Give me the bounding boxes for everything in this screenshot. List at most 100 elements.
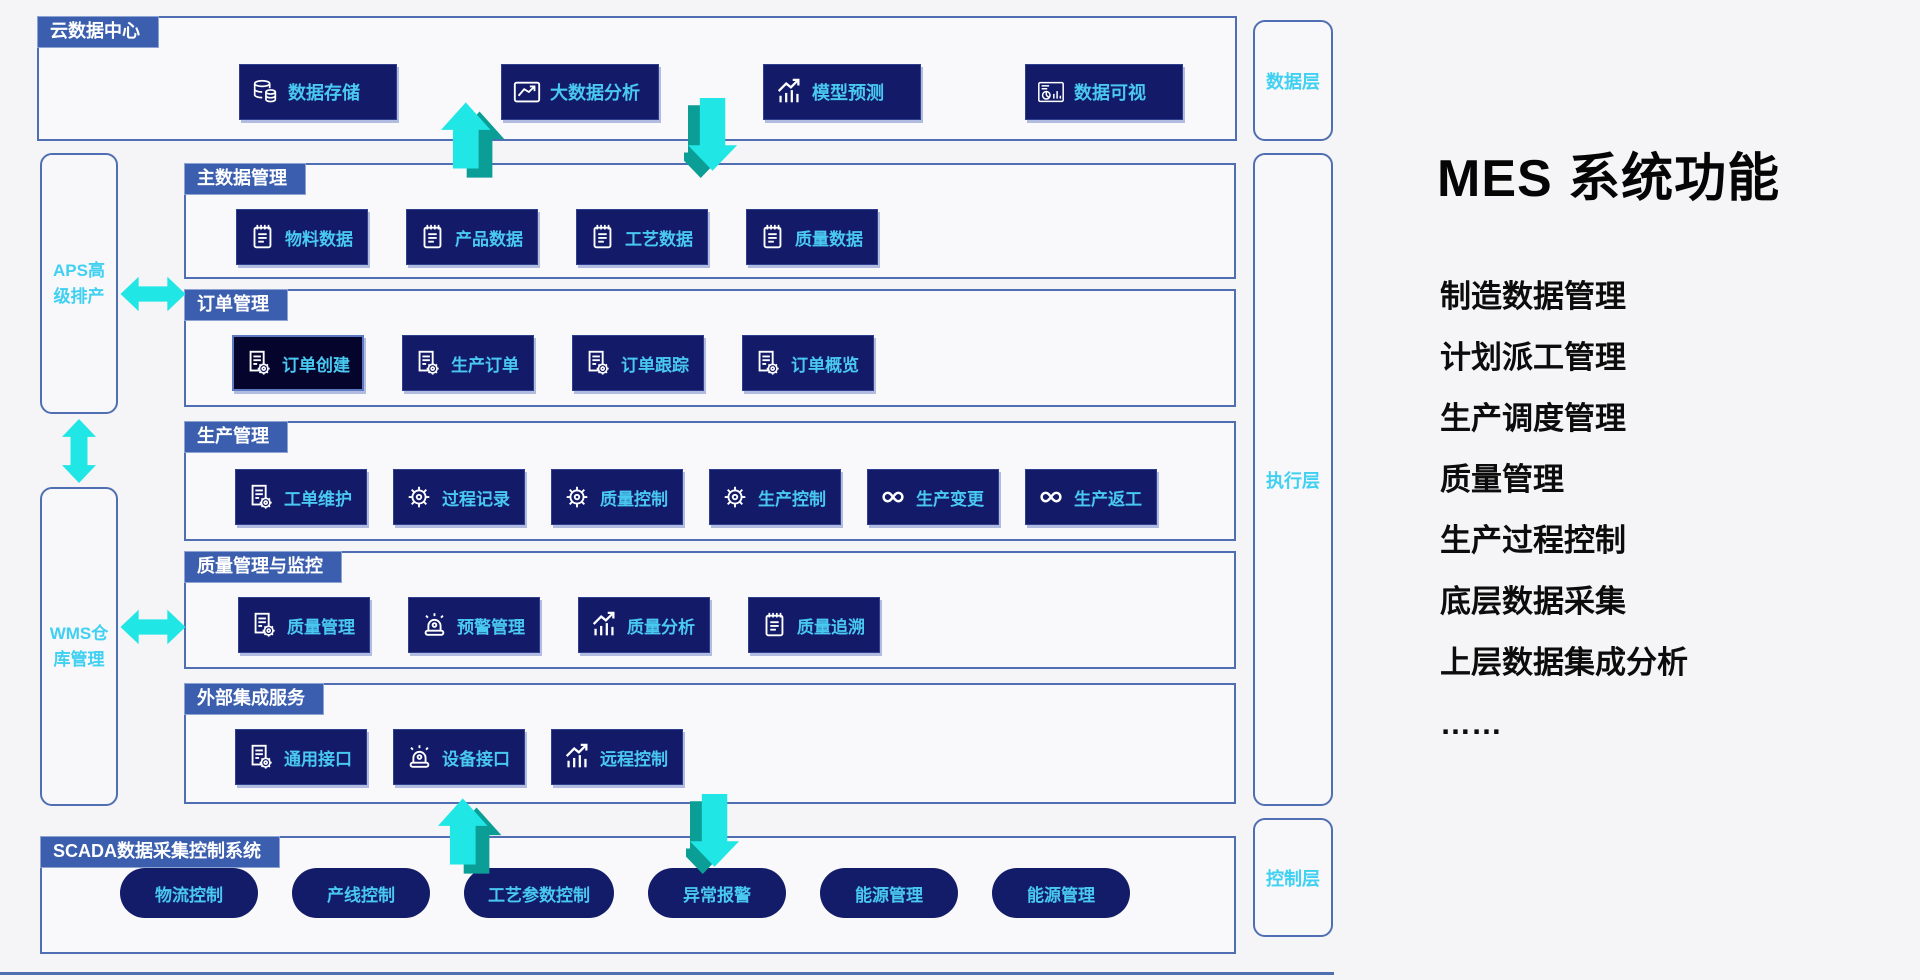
doc-gear-icon: [249, 610, 279, 640]
section-quality-management-monitoring: 质量管理与监控 质量管理 预警管理 质量分析 质量追溯: [184, 551, 1236, 669]
module-button-label: 工艺数据: [625, 229, 693, 249]
feature-list: 制造数据管理计划派工管理生产调度管理质量管理生产过程控制底层数据采集上层数据集成…: [1440, 266, 1688, 754]
model-prediction-button[interactable]: 模型预测: [763, 64, 921, 120]
layer-label-data-layer: 数据层: [1253, 20, 1333, 141]
notepad-icon: [759, 610, 789, 640]
product-data-button[interactable]: 产品数据: [406, 209, 538, 265]
double-arrow-wms-mes: [120, 609, 186, 645]
quality-data-button[interactable]: 质量数据: [746, 209, 878, 265]
bottom-frame-line: [0, 972, 1334, 975]
section-tab: 订单管理: [184, 289, 288, 321]
flow-arrow-up-bottom: [438, 798, 502, 874]
cloud-button-row: 数据存储 大数据分析 模型预测 数据可视: [39, 64, 1235, 120]
general-interface-button[interactable]: 通用接口: [235, 729, 367, 785]
database-icon: [250, 77, 280, 107]
order-tracking-button[interactable]: 订单跟踪: [572, 335, 704, 391]
module-button-label: 质量管理: [287, 617, 355, 637]
doc-gear-icon: [246, 482, 276, 512]
trend-bars-icon: [589, 610, 619, 640]
section-tab: 质量管理与监控: [184, 551, 342, 583]
alert-management-button[interactable]: 预警管理: [408, 597, 540, 653]
module-button-label: 远程控制: [600, 749, 668, 769]
scada-module-pill[interactable]: 异常报警: [648, 868, 786, 918]
double-arrow-aps-wms: [62, 418, 96, 484]
doc-gear-icon: [413, 348, 443, 378]
module-button-label: 订单跟踪: [621, 355, 689, 375]
production-control-button[interactable]: 生产控制: [709, 469, 841, 525]
feature-item: 制造数据管理: [1440, 279, 1626, 314]
section-production-management: 生产管理 工单维护 过程记录质量控制生产控制 生产变更 生产返工: [184, 421, 1236, 541]
section-button-row: 订单创建生产订单 订单跟踪 订单概览: [186, 335, 1234, 391]
module-button-label: 设备接口: [442, 749, 510, 769]
section-button-row: 质量管理 预警管理 质量分析 质量追溯: [186, 597, 1234, 653]
module-button-label: 质量追溯: [797, 617, 865, 637]
notepad-icon: [247, 222, 277, 252]
module-button-label: 数据存储: [288, 83, 360, 103]
module-button-label: 模型预测: [812, 83, 884, 103]
section-tab: 外部集成服务: [184, 683, 324, 715]
production-order-button[interactable]: 生产订单: [402, 335, 534, 391]
module-button-label: 订单概览: [791, 355, 859, 375]
loop-icon: [1036, 482, 1066, 512]
doc-gear-icon: [246, 742, 276, 772]
process-record-button[interactable]: 过程记录: [393, 469, 525, 525]
feature-item: 上层数据集成分析: [1440, 645, 1688, 680]
scada-system-box: SCADA数据采集控制系统 物流控制产线控制工艺参数控制异常报警能源管理能源管理: [40, 836, 1236, 954]
device-interface-button[interactable]: 设备接口: [393, 729, 525, 785]
feature-item: 生产过程控制: [1440, 523, 1626, 558]
section-order-management: 订单管理 订单创建生产订单 订单跟踪 订单概览: [184, 289, 1236, 407]
alarm-icon: [419, 610, 449, 640]
section-master-data-management: 主数据管理 物料数据产品数据工艺数据质量数据: [184, 163, 1236, 279]
feature-item: ……: [1440, 706, 1502, 741]
module-button-label: 预警管理: [457, 617, 525, 637]
module-button-label: 大数据分析: [550, 83, 640, 103]
gear-icon: [720, 482, 750, 512]
process-data-button[interactable]: 工艺数据: [576, 209, 708, 265]
scada-box-tab: SCADA数据采集控制系统: [40, 836, 281, 868]
module-button-label: 质量分析: [627, 617, 695, 637]
scada-module-pill[interactable]: 工艺参数控制: [464, 868, 614, 918]
feature-item: 计划派工管理: [1440, 340, 1626, 375]
scada-module-pill[interactable]: 物流控制: [120, 868, 258, 918]
quality-trace-button[interactable]: 质量追溯: [748, 597, 880, 653]
scada-module-pill[interactable]: 能源管理: [820, 868, 958, 918]
double-arrow-aps-mes: [120, 276, 186, 312]
notepad-icon: [587, 222, 617, 252]
scada-module-pill[interactable]: 产线控制: [292, 868, 430, 918]
scada-module-pill[interactable]: 能源管理: [992, 868, 1130, 918]
module-button-label: 工单维护: [284, 489, 352, 509]
order-overview-button[interactable]: 订单概览: [742, 335, 874, 391]
flow-arrow-down-bottom: [686, 794, 740, 874]
big-data-analysis-button[interactable]: 大数据分析: [501, 64, 659, 120]
trend-bars-icon: [774, 77, 804, 107]
doc-gear-icon: [583, 348, 613, 378]
module-button-label: 质量数据: [795, 229, 863, 249]
notepad-icon: [757, 222, 787, 252]
feature-item: 底层数据采集: [1440, 584, 1626, 619]
line-chart-icon: [512, 77, 542, 107]
flow-arrow-down-top: [684, 98, 738, 178]
material-data-button[interactable]: 物料数据: [236, 209, 368, 265]
doc-gear-icon: [244, 348, 274, 378]
data-visualization-button[interactable]: 数据可视: [1025, 64, 1183, 120]
quality-analysis-button[interactable]: 质量分析: [578, 597, 710, 653]
order-create-button[interactable]: 订单创建: [232, 335, 364, 391]
flow-arrow-up-top: [441, 102, 505, 178]
aps-advanced-scheduling-box: APS高级排产: [40, 153, 118, 414]
loop-icon: [878, 482, 908, 512]
quality-control-button[interactable]: 质量控制: [551, 469, 683, 525]
work-order-maintenance-button[interactable]: 工单维护: [235, 469, 367, 525]
feature-item: 质量管理: [1440, 462, 1564, 497]
quality-management-button[interactable]: 质量管理: [238, 597, 370, 653]
production-change-button[interactable]: 生产变更: [867, 469, 999, 525]
section-button-row: 通用接口 设备接口 远程控制: [186, 729, 1234, 785]
dashboard-icon: [1036, 77, 1066, 107]
remote-control-button[interactable]: 远程控制: [551, 729, 683, 785]
module-button-label: 生产变更: [916, 489, 984, 509]
production-rework-button[interactable]: 生产返工: [1025, 469, 1157, 525]
data-storage-button[interactable]: 数据存储: [239, 64, 397, 120]
doc-gear-icon: [753, 348, 783, 378]
module-button-label: 物料数据: [285, 229, 353, 249]
section-tab: 生产管理: [184, 421, 288, 453]
